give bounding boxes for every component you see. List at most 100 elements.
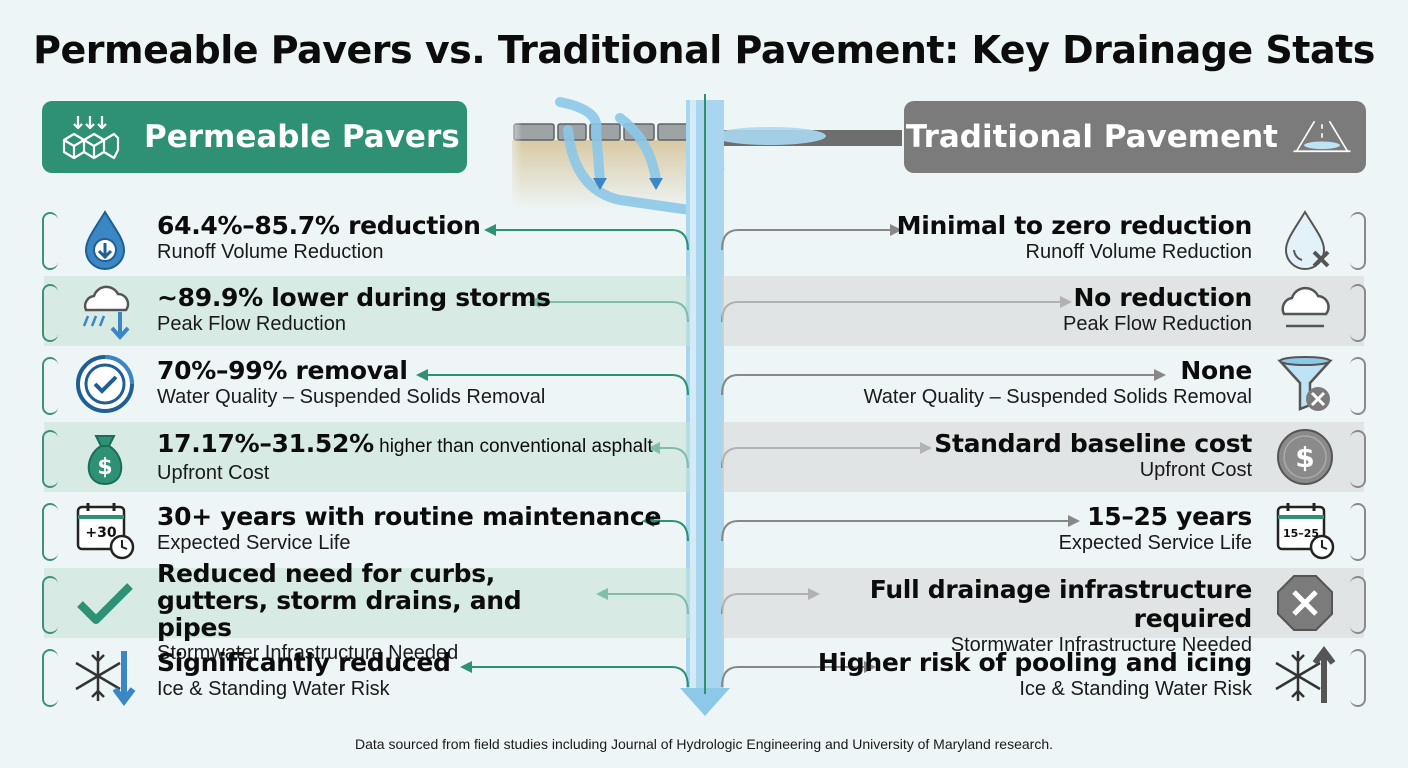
infiltration-flows (555, 97, 695, 215)
right-connector-arrowhead (864, 661, 876, 673)
left-stat-suffix: higher than conventional asphalt (373, 436, 653, 457)
row-band (44, 568, 690, 638)
left-row-bracket (42, 576, 58, 634)
left-connector-line (652, 520, 689, 542)
right-connector-line (721, 229, 892, 251)
left-stat-label: Upfront Cost (157, 462, 270, 484)
money-bag-icon: $ (87, 435, 123, 486)
right-row-bracket (1350, 357, 1366, 415)
svg-text:15–25: 15–25 (1283, 527, 1319, 540)
left-row-bracket (42, 212, 58, 270)
right-row-bracket (1350, 430, 1366, 488)
left-connector-arrowhead (642, 515, 654, 527)
storm-cloud-down-icon (82, 285, 130, 341)
right-row-bracket (1350, 212, 1366, 270)
pipe-outlet-arrow (680, 688, 730, 716)
left-stat: Reduced need for curbs, gutters, storm d… (157, 560, 597, 666)
right-row-bracket (1350, 576, 1366, 634)
row-band (722, 422, 1364, 492)
left-stat: 17.17%–31.52% higher than conventional a… (157, 429, 677, 486)
left-stat-value: 17.17%–31.52% (157, 429, 374, 458)
row-band (722, 568, 1364, 638)
traditional-pavement-header-label: Traditional Pavement (905, 119, 1278, 155)
snowflake-down-icon (75, 651, 136, 706)
left-stat-label: Runoff Volume Reduction (157, 241, 384, 263)
left-stat-value: Significantly reduced (157, 648, 451, 677)
left-row-bracket (42, 284, 58, 342)
row-band (722, 276, 1364, 346)
left-connector-arrowhead (416, 369, 428, 381)
surface-puddle (714, 127, 826, 145)
calendar-clock-icon: +30 (76, 503, 135, 560)
left-stat-value: ~89.9% lower during storms (157, 283, 551, 312)
right-connector-arrowhead (1154, 369, 1166, 381)
row-band (44, 276, 690, 346)
left-row-bracket (42, 503, 58, 561)
left-row-bracket (42, 649, 58, 707)
right-connector-line (721, 666, 866, 688)
left-stat-value: 64.4%–85.7% reduction (157, 211, 481, 240)
row-band (44, 422, 690, 492)
right-stat-value: Full drainage infrastructure required (869, 575, 1253, 633)
right-stat-value: Minimal to zero reduction (896, 211, 1253, 240)
left-stat-label: Expected Service Life (157, 532, 351, 554)
snowflake-up-icon (1275, 646, 1336, 703)
permeable-pavers-icon (62, 116, 120, 160)
left-stat-label: Peak Flow Reduction (157, 313, 346, 335)
right-stat-value: No reduction (1073, 283, 1253, 312)
left-stat-value: Reduced need for curbs, gutters, storm d… (157, 559, 522, 642)
octagon-x-icon (1277, 575, 1333, 631)
left-stat-value: 70%–99% removal (157, 356, 408, 385)
right-connector-arrowhead (890, 224, 902, 236)
right-connector-line (721, 520, 1070, 542)
svg-text:$: $ (1295, 441, 1314, 474)
left-row-bracket (42, 430, 58, 488)
checkmark-icon (77, 583, 133, 624)
svg-text:+30: +30 (85, 525, 116, 541)
permeable-pavers-header-label: Permeable Pavers (144, 119, 460, 155)
right-stat-value: None (1180, 356, 1252, 385)
water-drop-x-icon (1284, 210, 1330, 270)
right-stat-label: Upfront Cost (1139, 459, 1252, 481)
right-connector-arrowhead (1068, 515, 1080, 527)
svg-text:$: $ (97, 455, 112, 480)
left-stat-value: 30+ years with routine maintenance (157, 502, 662, 531)
calendar-clock-icon: 15–25 (1276, 503, 1335, 560)
permeable-pavers-header: Permeable Pavers (42, 101, 467, 173)
check-circle-icon (76, 355, 134, 413)
page-title: Permeable Pavers vs. Traditional Pavemen… (33, 28, 1375, 72)
left-connector-line (470, 666, 689, 688)
right-row-bracket (1350, 284, 1366, 342)
left-stat-label: Stormwater Infrastructure Needed (157, 642, 459, 664)
right-stat-label: Ice & Standing Water Risk (1019, 678, 1252, 700)
right-stat-value: Higher risk of pooling and icing (817, 648, 1252, 677)
left-stat-label: Water Quality – Suspended Solids Removal (157, 386, 546, 408)
right-stat-label: Expected Service Life (1058, 532, 1252, 554)
flow-arrowheads (593, 178, 663, 190)
traditional-pavement-header: Traditional Pavement (904, 101, 1366, 173)
funnel-x-icon (1277, 356, 1333, 411)
water-drop-down-icon (84, 210, 126, 270)
right-row-bracket (1350, 503, 1366, 561)
left-connector-arrowhead (460, 661, 472, 673)
right-connector-line (721, 374, 1156, 396)
right-stat-value: 15–25 years (1087, 502, 1252, 531)
dollar-coin-icon: $ (1277, 429, 1333, 485)
pavement-puddle-icon (1293, 120, 1351, 153)
left-connector-line (426, 374, 689, 396)
right-row-bracket (1350, 649, 1366, 707)
left-connector-line (494, 229, 689, 251)
right-stat-label: Runoff Volume Reduction (1025, 241, 1252, 263)
cloud-icon (1281, 286, 1330, 328)
